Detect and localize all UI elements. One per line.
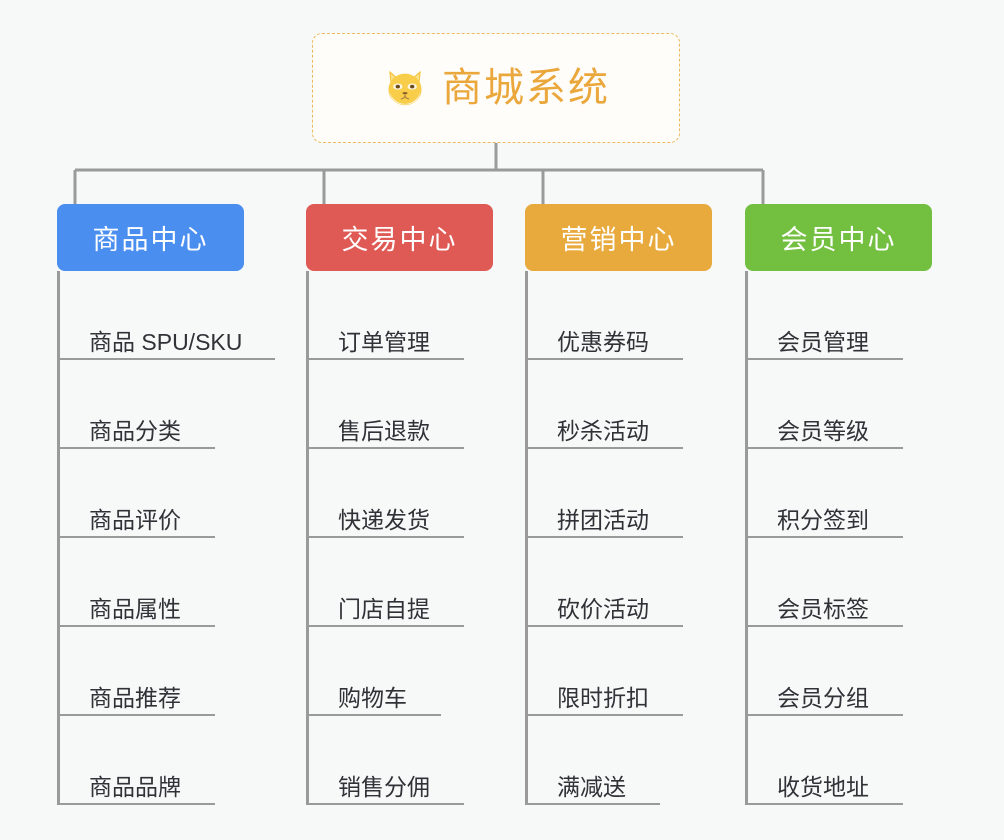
leaf-label: 售后退款 — [338, 417, 430, 444]
leaf-underline — [57, 803, 215, 805]
leaf-label: 优惠券码 — [557, 328, 649, 355]
leaf-item[interactable]: 购物车 — [306, 627, 493, 716]
leaf-underline — [745, 714, 903, 716]
leaf-underline — [57, 358, 275, 360]
leaf-label: 会员分组 — [777, 684, 869, 711]
leaf-underline — [745, 536, 903, 538]
leaf-label: 快递发货 — [338, 506, 430, 533]
branch-header-label: 商品中心 — [92, 225, 209, 255]
leaf-underline — [306, 447, 464, 449]
leaf-item[interactable]: 会员管理 — [745, 271, 932, 360]
branch-trade-center: 交易中心订单管理售后退款快递发货门店自提购物车销售分佣 — [306, 204, 493, 805]
leaf-underline — [57, 447, 215, 449]
leaf-item[interactable]: 订单管理 — [306, 271, 493, 360]
branch-header-member-center[interactable]: 会员中心 — [745, 204, 932, 271]
leaf-item[interactable]: 快递发货 — [306, 449, 493, 538]
leaf-item[interactable]: 优惠券码 — [525, 271, 712, 360]
leaf-list-member-center: 会员管理会员等级积分签到会员标签会员分组收货地址 — [745, 271, 932, 805]
leaf-item[interactable]: 满减送 — [525, 716, 712, 805]
leaf-label: 商品推荐 — [89, 684, 181, 711]
branch-header-label: 营销中心 — [560, 225, 677, 255]
branch-header-product-center[interactable]: 商品中心 — [57, 204, 244, 271]
leaf-underline — [306, 358, 464, 360]
leaf-label: 拼团活动 — [557, 506, 649, 533]
branch-header-label: 交易中心 — [341, 225, 458, 255]
leaf-underline — [525, 536, 683, 538]
leaf-item[interactable]: 售后退款 — [306, 360, 493, 449]
leaf-list-product-center: 商品 SPU/SKU 商品分类商品评价商品属性商品推荐商品品牌 — [57, 271, 275, 805]
root-node[interactable]: 商城系统 — [312, 33, 680, 143]
branch-header-trade-center[interactable]: 交易中心 — [306, 204, 493, 271]
leaf-underline — [745, 358, 903, 360]
leaf-item[interactable]: 商品品牌 — [57, 716, 244, 805]
leaf-label: 购物车 — [338, 684, 407, 711]
leaf-list-marketing-center: 优惠券码秒杀活动拼团活动砍价活动限时折扣满减送 — [525, 271, 712, 805]
leaf-underline — [306, 714, 441, 716]
branch-member-center: 会员中心会员管理会员等级积分签到会员标签会员分组收货地址 — [745, 204, 932, 805]
leaf-label: 积分签到 — [777, 506, 869, 533]
leaf-item[interactable]: 会员分组 — [745, 627, 932, 716]
leaf-label: 商品属性 — [89, 595, 181, 622]
leaf-item[interactable]: 砍价活动 — [525, 538, 712, 627]
leaf-underline — [57, 714, 215, 716]
leaf-item[interactable]: 商品 SPU/SKU — [57, 271, 275, 360]
leaf-item[interactable]: 销售分佣 — [306, 716, 493, 805]
shiba-dog-emoji-icon — [388, 70, 422, 107]
leaf-label: 会员等级 — [777, 417, 869, 444]
leaf-underline — [525, 447, 683, 449]
leaf-label: 商品品牌 — [89, 773, 181, 800]
leaf-label: 商品 SPU/SKU — [89, 328, 243, 355]
leaf-item[interactable]: 门店自提 — [306, 538, 493, 627]
leaf-label: 会员管理 — [777, 328, 869, 355]
leaf-item[interactable]: 秒杀活动 — [525, 360, 712, 449]
branch-marketing-center: 营销中心优惠券码秒杀活动拼团活动砍价活动限时折扣满减送 — [525, 204, 712, 805]
leaf-label: 销售分佣 — [338, 773, 430, 800]
leaf-label: 商品评价 — [89, 506, 181, 533]
leaf-label: 门店自提 — [338, 595, 430, 622]
leaf-item[interactable]: 商品属性 — [57, 538, 244, 627]
leaf-underline — [745, 803, 903, 805]
leaf-item[interactable]: 收货地址 — [745, 716, 932, 805]
branch-product-center: 商品中心商品 SPU/SKU 商品分类商品评价商品属性商品推荐商品品牌 — [57, 204, 275, 805]
leaf-label: 收货地址 — [777, 773, 869, 800]
leaf-underline — [745, 625, 903, 627]
root-label: 商城系统 — [442, 66, 610, 110]
leaf-item[interactable]: 拼团活动 — [525, 449, 712, 538]
leaf-underline — [306, 536, 464, 538]
leaf-underline — [525, 714, 683, 716]
leaf-underline — [57, 536, 215, 538]
leaf-label: 限时折扣 — [557, 684, 649, 711]
leaf-label: 砍价活动 — [557, 595, 649, 622]
leaf-underline — [745, 447, 903, 449]
branch-header-marketing-center[interactable]: 营销中心 — [525, 204, 712, 271]
leaf-underline — [306, 625, 464, 627]
leaf-underline — [306, 803, 464, 805]
leaf-label: 满减送 — [557, 773, 626, 800]
leaf-item[interactable]: 商品评价 — [57, 449, 244, 538]
leaf-underline — [525, 625, 683, 627]
leaf-item[interactable]: 积分签到 — [745, 449, 932, 538]
leaf-underline — [525, 358, 683, 360]
branch-header-label: 会员中心 — [780, 225, 897, 255]
leaf-underline — [525, 803, 660, 805]
leaf-item[interactable]: 限时折扣 — [525, 627, 712, 716]
leaf-label: 商品分类 — [89, 417, 181, 444]
leaf-label: 订单管理 — [338, 328, 430, 355]
leaf-label: 会员标签 — [777, 595, 869, 622]
leaf-item[interactable]: 会员标签 — [745, 538, 932, 627]
leaf-label: 秒杀活动 — [557, 417, 649, 444]
leaf-item[interactable]: 商品推荐 — [57, 627, 244, 716]
leaf-underline — [57, 625, 215, 627]
leaf-item[interactable]: 商品分类 — [57, 360, 244, 449]
leaf-list-trade-center: 订单管理售后退款快递发货门店自提购物车销售分佣 — [306, 271, 493, 805]
leaf-item[interactable]: 会员等级 — [745, 360, 932, 449]
